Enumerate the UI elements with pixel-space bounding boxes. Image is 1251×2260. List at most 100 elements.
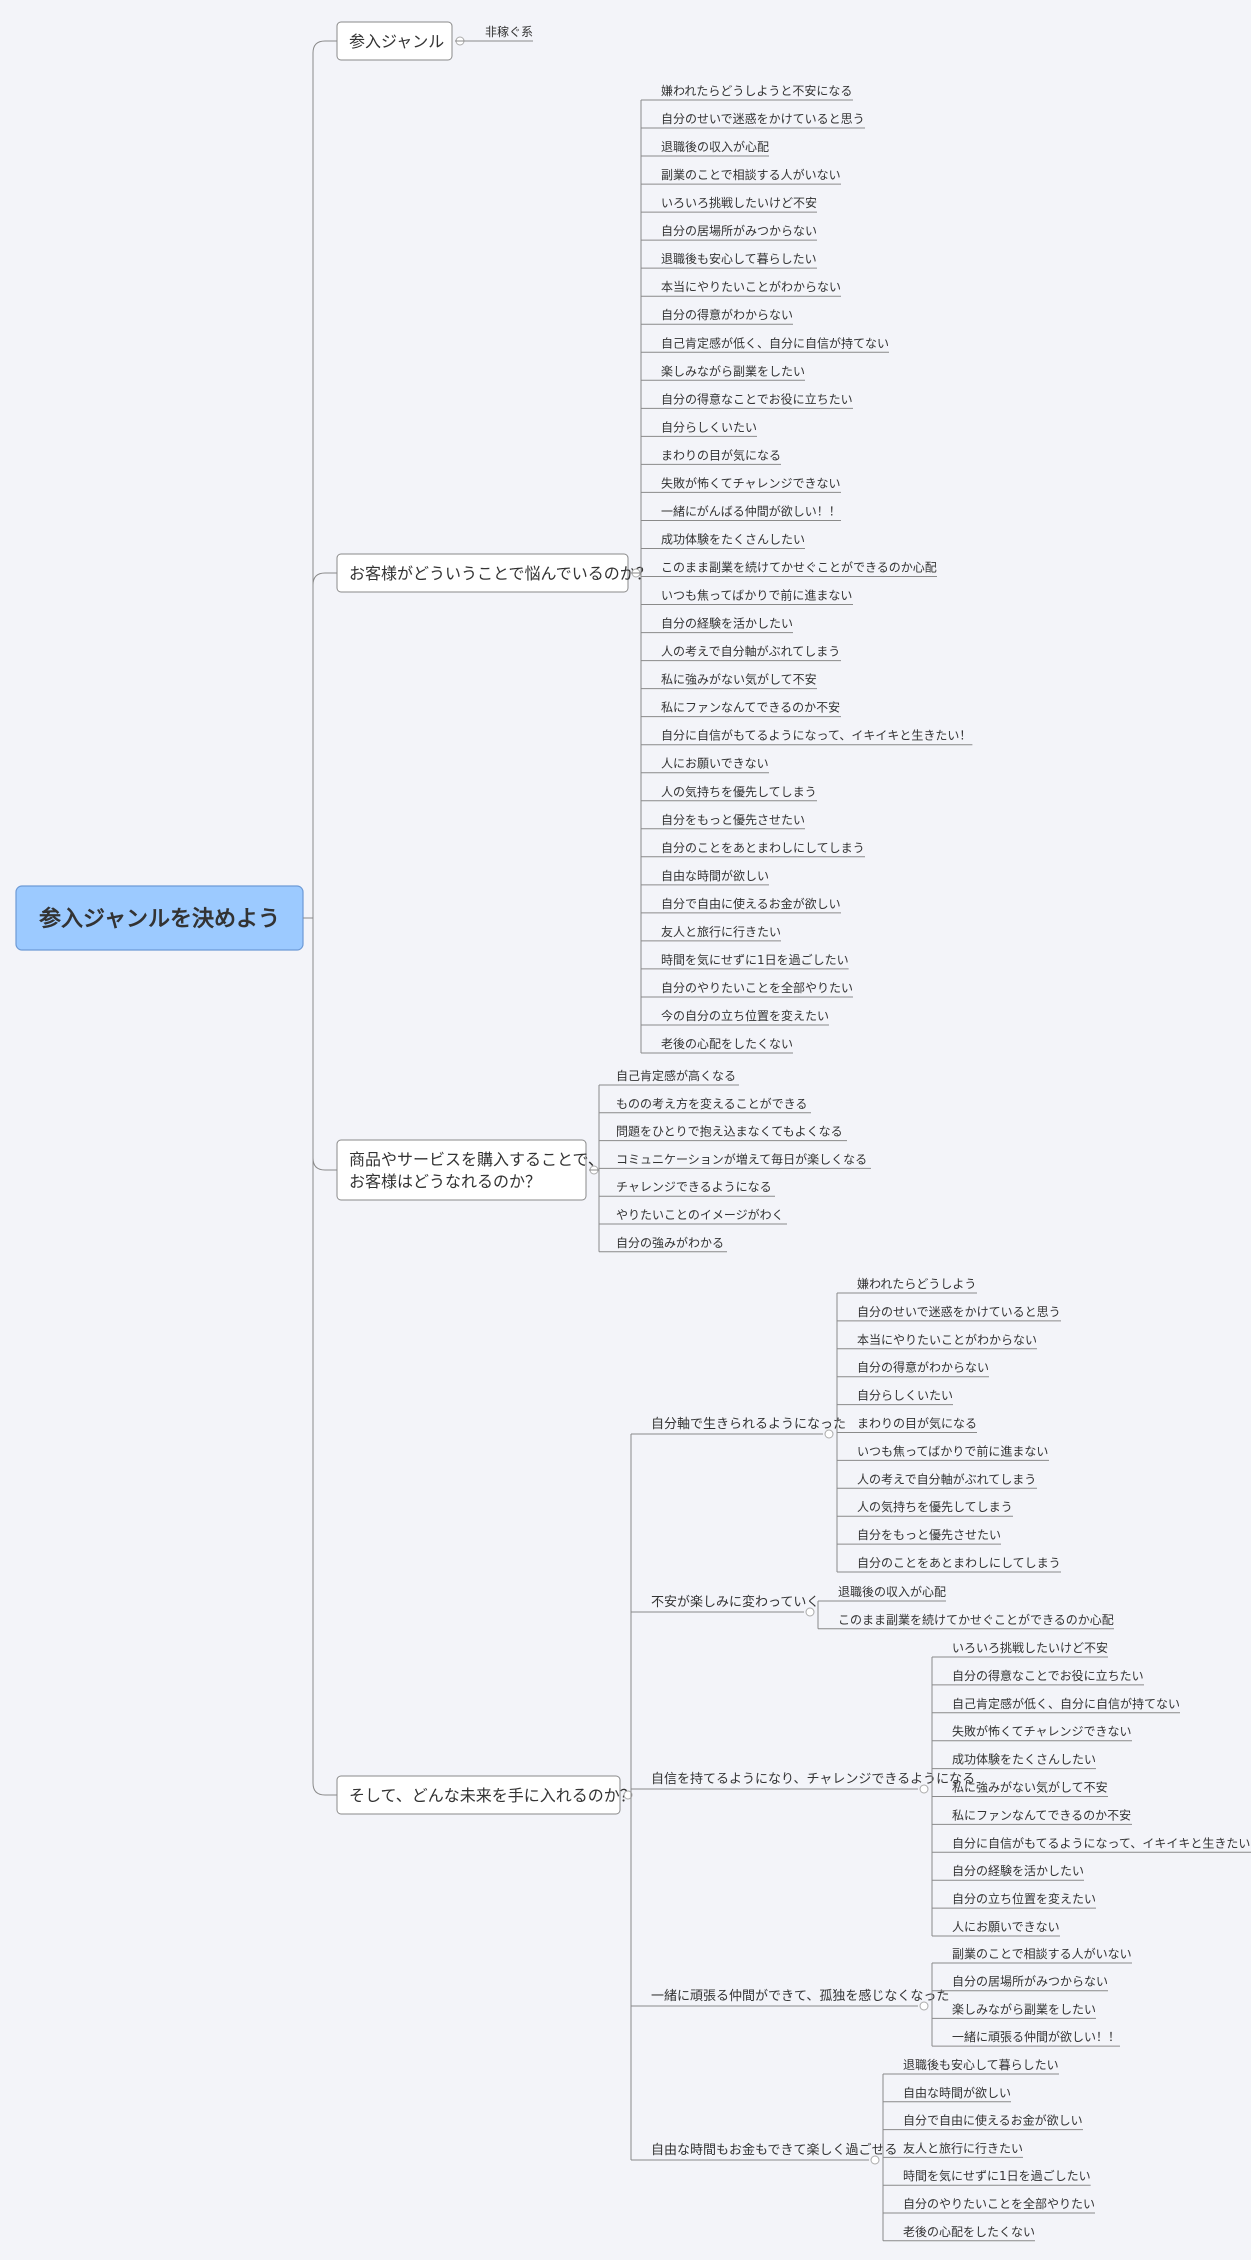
leaf-item: 私にファンなんてできるのか不安 (952, 1807, 1131, 1822)
leaf-item: 失敗が怖くてチャレンジできない (661, 475, 841, 490)
leaf-item: 問題をひとりで抱え込まなくてもよくなる (616, 1124, 843, 1139)
leaf-item: 自分のやりたいことを全部やりたい (661, 980, 853, 995)
group-label: 自由な時間もお金もできて楽しく過ごせる (651, 2142, 897, 2158)
leaf-item: 退職後も安心して暮らしたい (903, 2057, 1059, 2072)
leaf-item: 私に強みがない気がして不安 (661, 672, 817, 687)
branch-node-2[interactable]: お客様がどういうことで悩んでいるのか？ (336, 553, 652, 593)
group-label: 一緒に頑張る仲間ができて、孤独を感じなくなった (651, 1988, 949, 2004)
leaf-item: 人の考えで自分軸がぶれてしまう (857, 1471, 1036, 1486)
leaf-item: いつも焦ってばかりで前に進まない (661, 588, 852, 603)
leaf-item: 人の気持ちを優先してしまう (857, 1499, 1013, 1514)
leaf-item: 自分の経験を活かしたい (661, 616, 793, 631)
leaf-item: 老後の心配をしたくない (661, 1037, 793, 1051)
leaf-item: 副業のことで相談する人がいない (952, 1946, 1132, 1961)
leaf-item: 友人と旅行に行きたい (903, 2141, 1023, 2155)
root-title: 参入ジャンルを決めよう (39, 906, 280, 932)
leaf-item: 自由な時間が欲しい (903, 2085, 1011, 2100)
leaf-item: 自分をもっと優先させたい (857, 1528, 1001, 1542)
leaf-item: 自分の得意なことでお役に立ちたい (952, 1668, 1144, 1683)
branch-connector (312, 918, 337, 1171)
leaf-item: チャレンジできるようになる (616, 1180, 772, 1194)
leaf-item: 自由な時間が欲しい (661, 868, 769, 883)
leaf-item: 自己肯定感が低く、自分に自信が持てない (952, 1696, 1180, 1711)
leaf-item: 自分のことをあとまわしにしてしまう (661, 841, 865, 855)
leaf-item: 今の自分の立ち位置を変えたい (661, 1008, 829, 1023)
leaf-item: 時間を気にせずに1日を過ごしたい (903, 2168, 1091, 2183)
leaf-item: 失敗が怖くてチャレンジできない (952, 1724, 1132, 1739)
leaf-item: 自分のやりたいことを全部やりたい (903, 2196, 1095, 2211)
branch-label: お客様はどうなれるのか？ (349, 1172, 541, 1191)
branch-node-3[interactable]: 商品やサービスを購入することで、お客様はどうなれるのか？ (336, 1139, 604, 1201)
leaf-item: 退職後の収入が心配 (838, 1584, 946, 1599)
leaf-item: 人にお願いできない (661, 757, 769, 771)
leaf-item: 退職後も安心して暮らしたい (661, 251, 817, 266)
group-label: 自信を持てるようになり、チャレンジできるようになる (651, 1772, 975, 1787)
leaf-item: 一緒に頑張る仲間が欲しい！！ (952, 2029, 1120, 2044)
leaf-item: 人にお願いできない (952, 1920, 1060, 1934)
leaf-item: 自分の得意がわからない (661, 307, 793, 322)
branch-label: 商品やサービスを購入することで、 (349, 1150, 604, 1169)
leaf-item: 私に強みがない気がして不安 (952, 1780, 1108, 1795)
branch-connector (312, 918, 337, 1796)
leaf-item: 人の気持ちを優先してしまう (661, 784, 817, 799)
leaf-item: 退職後の収入が心配 (661, 139, 769, 154)
leaf-item: 本当にやりたいことがわからない (661, 279, 841, 294)
leaf-item: やりたいことのイメージがわく (616, 1207, 784, 1222)
collapse-toggle[interactable] (805, 1607, 815, 1617)
leaf-item: このまま副業を続けてかせぐことができるのか心配 (838, 1612, 1114, 1627)
group-label: 不安が楽しみに変わっていく (651, 1594, 819, 1610)
branch-box (336, 21, 453, 61)
branch-node-1[interactable]: 参入ジャンル (336, 21, 453, 61)
leaf-item: 私にファンなんてできるのか不安 (661, 700, 840, 715)
leaf-item: 非稼ぐ系 (485, 24, 533, 39)
leaf-item: 自分に自信がもてるようになって、イキイキと生きたい！ (952, 1835, 1251, 1850)
leaf-item: 自分のことをあとまわしにしてしまう (857, 1556, 1061, 1570)
leaf-item: 嫌われたらどうしようと不安になる (661, 83, 852, 98)
leaf-item: 本当にやりたいことがわからない (857, 1332, 1037, 1347)
collapse-toggle[interactable] (919, 2001, 929, 2011)
collapse-toggle[interactable] (870, 2155, 880, 2165)
branch-connector (312, 572, 337, 918)
branch-box (336, 553, 629, 593)
leaf-item: 自己肯定感が低く、自分に自信が持てない (661, 335, 889, 350)
leaf-item: 楽しみながら副業をしたい (952, 2001, 1096, 2016)
collapse-toggle[interactable] (824, 1429, 834, 1439)
leaf-item: ものの考え方を変えることができる (616, 1096, 807, 1111)
leaf-item: 自分で自由に使えるお金が欲しい (903, 2113, 1083, 2128)
leaf-item: 一緒にがんばる仲間が欲しい！！ (661, 503, 841, 518)
group-label: 自分軸で生きられるようになった (651, 1417, 846, 1432)
leaf-item: 自分の得意なことでお役に立ちたい (661, 391, 853, 406)
leaf-item: まわりの目が気になる (661, 447, 781, 462)
leaf-item: 自分らしくいたい (857, 1389, 953, 1403)
leaf-item: 時間を気にせずに1日を過ごしたい (661, 952, 849, 967)
leaf-item: 自分の居場所がみつからない (952, 1974, 1108, 1989)
leaf-item: 自分をもっと優先させたい (661, 813, 805, 827)
leaf-item: コミュニケーションが増えて毎日が楽しくなる (616, 1151, 867, 1166)
root-node[interactable]: 参入ジャンルを決めよう (15, 885, 304, 951)
leaf-item: 成功体験をたくさんしたい (661, 531, 805, 546)
leaf-item: 人の考えで自分軸がぶれてしまう (661, 644, 840, 659)
branch-label: そして、どんな未来を手に入れるのか？ (349, 1786, 636, 1805)
leaf-item: 副業のことで相談する人がいない (661, 167, 841, 182)
leaf-item: 自分に自信がもてるようになって、イキイキと生きたい！ (661, 728, 971, 743)
leaf-item: 自分で自由に使えるお金が欲しい (661, 896, 841, 911)
leaf-item: このまま副業を続けてかせぐことができるのか心配 (661, 560, 937, 575)
leaf-item: 自分の経験を活かしたい (952, 1863, 1084, 1878)
branch-box (336, 1139, 587, 1201)
leaf-item: 自己肯定感が高くなる (616, 1068, 736, 1083)
leaf-item: 老後の心配をしたくない (903, 2225, 1035, 2239)
collapse-toggle[interactable] (919, 1784, 929, 1794)
branch-connector (312, 40, 337, 918)
leaf-item: 自分のせいで迷惑をかけていると思う (661, 112, 865, 126)
leaf-item: いつも焦ってばかりで前に進まない (857, 1443, 1048, 1458)
leaf-item: 自分の得意がわからない (857, 1360, 989, 1375)
leaf-item: 自分らしくいたい (661, 420, 757, 434)
leaf-item: いろいろ挑戦したいけど不安 (661, 195, 817, 210)
leaf-item: いろいろ挑戦したいけど不安 (952, 1640, 1108, 1655)
leaf-item: 自分の立ち位置を変えたい (952, 1891, 1096, 1906)
leaf-item: 自分のせいで迷惑をかけていると思う (857, 1305, 1061, 1319)
branch-label: 参入ジャンル (349, 32, 444, 51)
leaf-item: まわりの目が気になる (857, 1416, 977, 1431)
branch-node-4[interactable]: そして、どんな未来を手に入れるのか？ (336, 1775, 636, 1815)
